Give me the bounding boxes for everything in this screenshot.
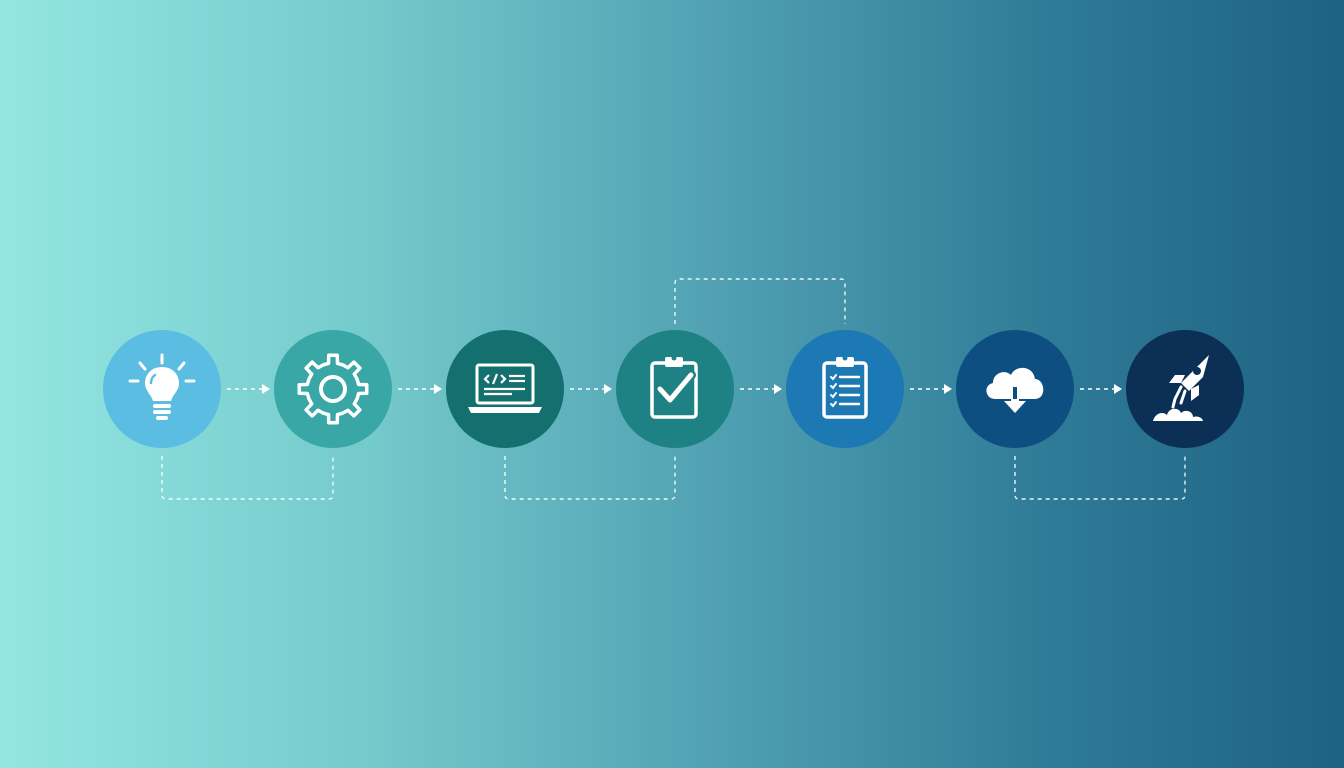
step-3-node bbox=[446, 330, 564, 448]
step-7-node bbox=[1126, 330, 1244, 448]
cloud-download-icon bbox=[986, 367, 1044, 413]
step-4-node bbox=[616, 330, 734, 448]
forward-arrowhead-1 bbox=[262, 384, 270, 394]
step-1-node bbox=[103, 330, 221, 448]
forward-arrowhead-6 bbox=[1114, 384, 1122, 394]
clipboard-check-icon bbox=[650, 355, 698, 419]
gear-icon bbox=[297, 353, 369, 425]
bracket-connector-1 bbox=[161, 456, 334, 500]
step-6-node bbox=[956, 330, 1074, 448]
clipboard-list-icon bbox=[822, 355, 868, 419]
forward-arrowhead-5 bbox=[944, 384, 952, 394]
step-5-node bbox=[786, 330, 904, 448]
bracket-connector-3 bbox=[674, 278, 846, 324]
rocket-icon bbox=[1153, 355, 1209, 421]
forward-arrowhead-2 bbox=[434, 384, 442, 394]
forward-arrowhead-4 bbox=[774, 384, 782, 394]
bracket-connector-4 bbox=[1014, 456, 1186, 500]
laptop-code-icon bbox=[468, 363, 542, 413]
forward-arrowhead-3 bbox=[604, 384, 612, 394]
lightbulb-icon bbox=[128, 353, 196, 420]
step-2-node bbox=[274, 330, 392, 448]
bracket-connector-2 bbox=[504, 456, 676, 500]
